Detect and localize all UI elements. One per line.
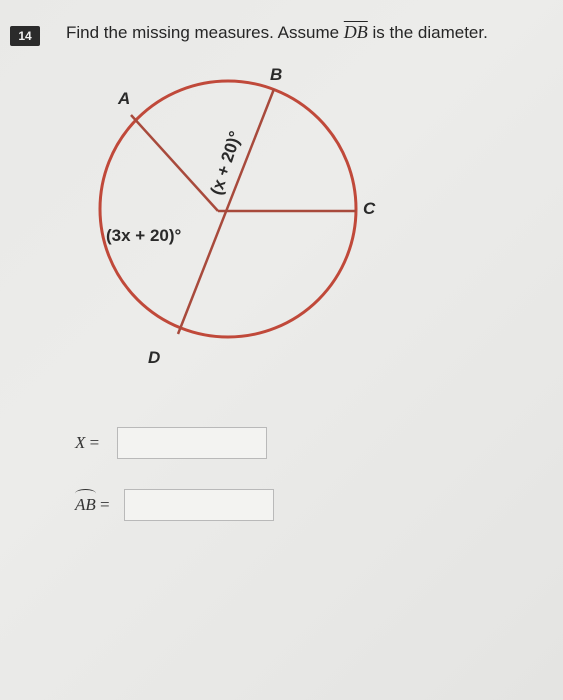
point-label-c: C [363,199,376,218]
arc-ab-answer-label: AB = [75,489,110,515]
x-answer-label: X = [75,433,99,453]
answer-row-x: X = [75,427,268,459]
x-variable: X [75,433,86,452]
arc-equals-sign: = [100,495,110,514]
point-label-a: A [117,89,130,108]
angle-label-lower: (3x + 20)° [106,226,182,245]
arc-ab-name: AB [75,489,96,514]
prompt-end: is the diameter. [372,23,488,42]
question-prompt: Find the missing measures. Assume DB is … [66,22,488,43]
circle [98,79,358,339]
question-number-badge: 14 [10,26,40,46]
angle-label-upper: (x + 20)° [207,129,245,198]
prompt-text: Find the missing measures. Assume [66,23,340,42]
segment-db: DB [343,22,368,42]
x-equals-sign: = [89,433,100,452]
x-answer-input[interactable] [117,427,268,459]
answer-row-arc-ab: AB = [75,489,274,521]
point-label-d: D [148,348,160,367]
radius-a [130,114,219,212]
arc-ab-answer-input[interactable] [123,489,274,521]
point-label-b: B [270,65,282,84]
